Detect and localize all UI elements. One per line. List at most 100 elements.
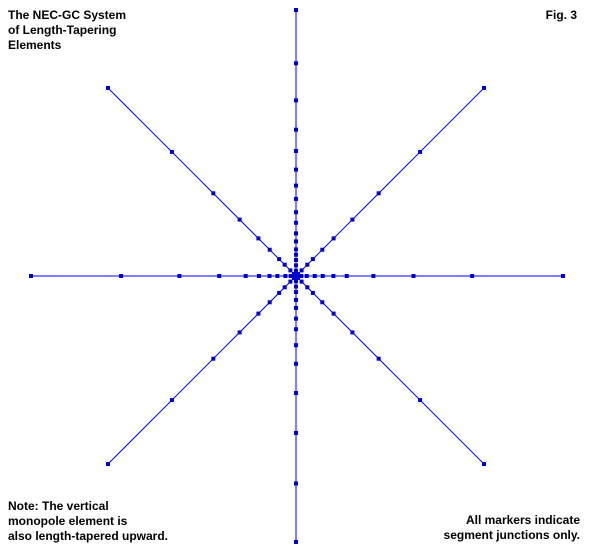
junction-marker-horizontal-left-6 [243,274,248,278]
junction-marker-vertical-up-14 [294,127,298,132]
junction-marker-diagonal-down-left-8 [169,398,174,403]
note-line-3: also length-tapered upward. [8,529,169,543]
junction-marker-diagonal-up-right-3 [310,257,315,262]
junction-marker-horizontal-right-1 [299,274,304,278]
junction-marker-horizontal-right-5 [331,274,336,278]
junction-marker-vertical-down-10 [294,391,298,395]
junction-marker-vertical-up-8 [294,220,298,225]
junction-marker-vertical-up-17 [294,8,298,12]
junction-marker-diagonal-up-left-9 [106,86,110,90]
junction-marker-diagonal-down-left-9 [106,462,110,466]
segment-markers [29,8,565,544]
junction-marker-horizontal-right-2 [304,274,309,278]
junction-marker-horizontal-right-4 [320,274,325,278]
junction-marker-diagonal-down-right-2 [305,285,310,290]
element-diagonal-up-left [107,87,297,277]
junction-marker-diagonal-up-right-6 [350,217,355,222]
junction-marker-vertical-down-9 [294,361,298,366]
junction-marker-diagonal-down-left-2 [282,285,287,290]
junction-marker-vertical-up-15 [294,98,298,103]
junction-marker-horizontal-left-2 [283,274,288,278]
junction-marker-vertical-down-3 [294,290,298,294]
element-diagonal-up-right [295,87,485,277]
junction-marker-diagonal-down-left-1 [288,279,293,284]
junction-marker-vertical-up-11 [294,183,298,188]
junction-marker-diagonal-down-left-7 [211,356,216,361]
junction-marker-vertical-up-13 [294,149,298,153]
junction-marker-vertical-down-5 [294,305,298,310]
junction-marker-diagonal-down-left-6 [237,330,242,335]
junction-marker-diagonal-up-right-8 [418,149,423,154]
junction-marker-horizontal-right-3 [312,274,317,278]
junction-marker-diagonal-up-left-5 [256,236,261,241]
junction-marker-vertical-up-16 [294,61,298,66]
junction-marker-diagonal-down-right-8 [418,398,423,403]
junction-marker-vertical-down-7 [294,327,298,332]
junction-marker-diagonal-down-left-4 [267,300,272,305]
junction-marker-diagonal-up-left-4 [267,247,272,252]
junction-marker-diagonal-up-left-1 [288,268,293,273]
junction-marker-diagonal-down-right-9 [482,462,486,466]
junction-marker-horizontal-left-5 [256,274,261,278]
junction-marker-horizontal-left-9 [119,274,124,278]
title-line-1: The NEC-GC System [8,8,127,22]
junction-marker-vertical-down-8 [294,343,298,348]
junction-marker-diagonal-up-right-1 [299,268,304,273]
junction-marker-diagonal-up-left-7 [211,191,216,196]
junction-marker-diagonal-up-left-6 [237,217,242,222]
junction-marker-vertical-up-10 [294,196,298,201]
junction-marker-diagonal-up-left-3 [277,257,282,262]
junction-marker-diagonal-down-right-3 [310,290,315,295]
junction-marker-diagonal-down-right-5 [331,311,336,316]
junction-marker-horizontal-left-8 [177,274,182,278]
junction-marker-diagonal-up-right-2 [305,262,310,267]
junction-marker-diagonal-down-left-3 [277,290,282,295]
junction-marker-diagonal-up-right-4 [320,247,325,252]
junction-marker-horizontal-left-1 [288,274,293,278]
junction-marker-vertical-up-1 [294,268,298,273]
junction-marker-vertical-down-4 [294,297,298,302]
junction-marker-diagonal-down-right-6 [350,330,355,335]
markers-note-line-1: All markers indicate [465,513,580,527]
element-diagonal-down-right [295,275,485,465]
junction-marker-diagonal-up-right-5 [331,236,336,241]
junction-marker-horizontal-left-3 [275,274,280,278]
note-line-1: Note: The vertical [8,499,109,513]
figure-label: Fig. 3 [545,8,577,22]
title-line-3: Elements [8,38,62,52]
junction-marker-horizontal-left-7 [217,274,222,278]
markers-note-line-2: segment junctions only. [443,528,580,542]
junction-marker-vertical-up-12 [294,167,298,172]
junction-marker-diagonal-up-left-2 [282,262,287,267]
junction-marker-diagonal-up-left-8 [169,149,174,154]
center-junction-marker [292,272,300,280]
markers-note: All markers indicate segment junctions o… [444,513,580,543]
junction-marker-horizontal-right-9 [470,274,475,278]
junction-marker-vertical-up-2 [294,263,298,268]
junction-marker-vertical-down-11 [294,430,298,435]
junction-marker-horizontal-right-10 [561,274,565,278]
title-line-2: of Length-Tapering [8,23,117,37]
junction-marker-diagonal-down-left-5 [256,311,261,316]
junction-marker-diagonal-down-right-7 [376,356,381,361]
element-diagonal-down-left [107,275,297,465]
junction-marker-vertical-up-6 [294,239,298,244]
junction-marker-diagonal-down-right-1 [299,279,304,284]
junction-marker-vertical-down-1 [294,279,298,284]
junction-marker-vertical-down-2 [294,284,298,289]
note-line-2: monopole element is [8,514,128,528]
junction-marker-horizontal-right-7 [371,274,376,278]
junction-marker-horizontal-right-8 [411,274,416,278]
junction-marker-horizontal-left-10 [29,274,33,278]
junction-marker-vertical-up-5 [294,247,298,252]
junction-marker-diagonal-up-right-7 [376,191,381,196]
junction-marker-vertical-down-13 [294,540,298,544]
junction-marker-vertical-down-6 [294,316,298,321]
junction-marker-horizontal-right-6 [344,274,349,278]
diagram-title: The NEC-GC System of Length-Tapering Ele… [8,8,126,53]
junction-marker-diagonal-up-right-9 [482,86,486,90]
junction-marker-vertical-up-9 [294,210,298,215]
junction-marker-horizontal-left-4 [267,274,272,278]
